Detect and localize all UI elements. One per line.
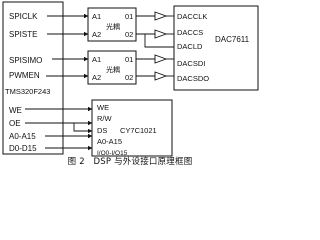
buffer-gates xyxy=(154,11,168,81)
opto2-label: 光耦 xyxy=(106,65,120,74)
dac-pin-ld: DACLD xyxy=(177,42,203,51)
opto1-in2: A2 xyxy=(92,30,101,39)
opto2-in2: A2 xyxy=(92,73,101,82)
buffer-3 xyxy=(154,54,168,64)
dac-name: DAC7611 xyxy=(215,35,250,44)
dsp-pin-a0-a15: A0-A15 xyxy=(9,132,36,141)
opto2-out2: 02 xyxy=(125,73,133,82)
buffer-2 xyxy=(154,29,168,39)
dsp-pin-spiste: SPISTE xyxy=(9,30,37,39)
opto1-in1: A1 xyxy=(92,12,101,21)
optocoupler-2: A1 A2 光耦 01 02 xyxy=(87,50,137,85)
buffer-4 xyxy=(154,71,168,81)
mem-pin-io: I/O0-I/O15 xyxy=(97,150,128,157)
mem-name: CY7C1021 xyxy=(120,126,157,135)
dsp-pin-pwmen: PWMEN xyxy=(9,71,40,80)
dsp-pin-spisimo: SPISIMO xyxy=(9,56,42,65)
figure-caption: 图 2 DSP 与外设接口原理框图 xyxy=(67,157,193,167)
dac-block: DACCLK DACCS DACLD DAC7611 DACSDI DACSDO xyxy=(173,5,259,91)
dac-pin-sdi: DACSDI xyxy=(177,59,205,68)
mem-pin-ds: DS xyxy=(97,126,107,135)
dac-pin-clk: DACCLK xyxy=(177,12,207,21)
opto2-in1: A1 xyxy=(92,55,101,64)
buffer-1 xyxy=(154,11,168,21)
dsp-pin-spiclk: SPICLK xyxy=(9,12,38,21)
memory-block: WE R/W DS CY7C1021 A0-A15 I/O0-I/O15 xyxy=(91,99,173,157)
opto2-out1: 01 xyxy=(125,55,133,64)
connector-lines xyxy=(25,13,174,151)
optocoupler-1: A1 A2 光耦 01 02 xyxy=(87,7,137,42)
dsp-block: SPICLK SPISTE SPISIMO PWMEN TMS320F243 W… xyxy=(2,1,64,155)
dsp-name: TMS320F243 xyxy=(5,87,50,96)
dsp-pin-oe: OE xyxy=(9,119,21,128)
dac-pin-sdo: DACSDO xyxy=(177,74,209,83)
dac-pin-cs: DACCS xyxy=(177,28,203,37)
opto1-out1: 01 xyxy=(125,12,133,21)
mem-pin-a0-a15: A0-A15 xyxy=(97,137,122,146)
dsp-pin-d0-d15: D0-D15 xyxy=(9,144,37,153)
opto1-out2: 02 xyxy=(125,30,133,39)
mem-pin-rw: R/W xyxy=(97,114,113,123)
dsp-pin-we: WE xyxy=(9,106,22,115)
interface-block-diagram: SPICLK SPISTE SPISIMO PWMEN TMS320F243 W… xyxy=(2,1,259,157)
mem-pin-we: WE xyxy=(97,103,109,112)
opto1-label: 光耦 xyxy=(106,22,120,31)
